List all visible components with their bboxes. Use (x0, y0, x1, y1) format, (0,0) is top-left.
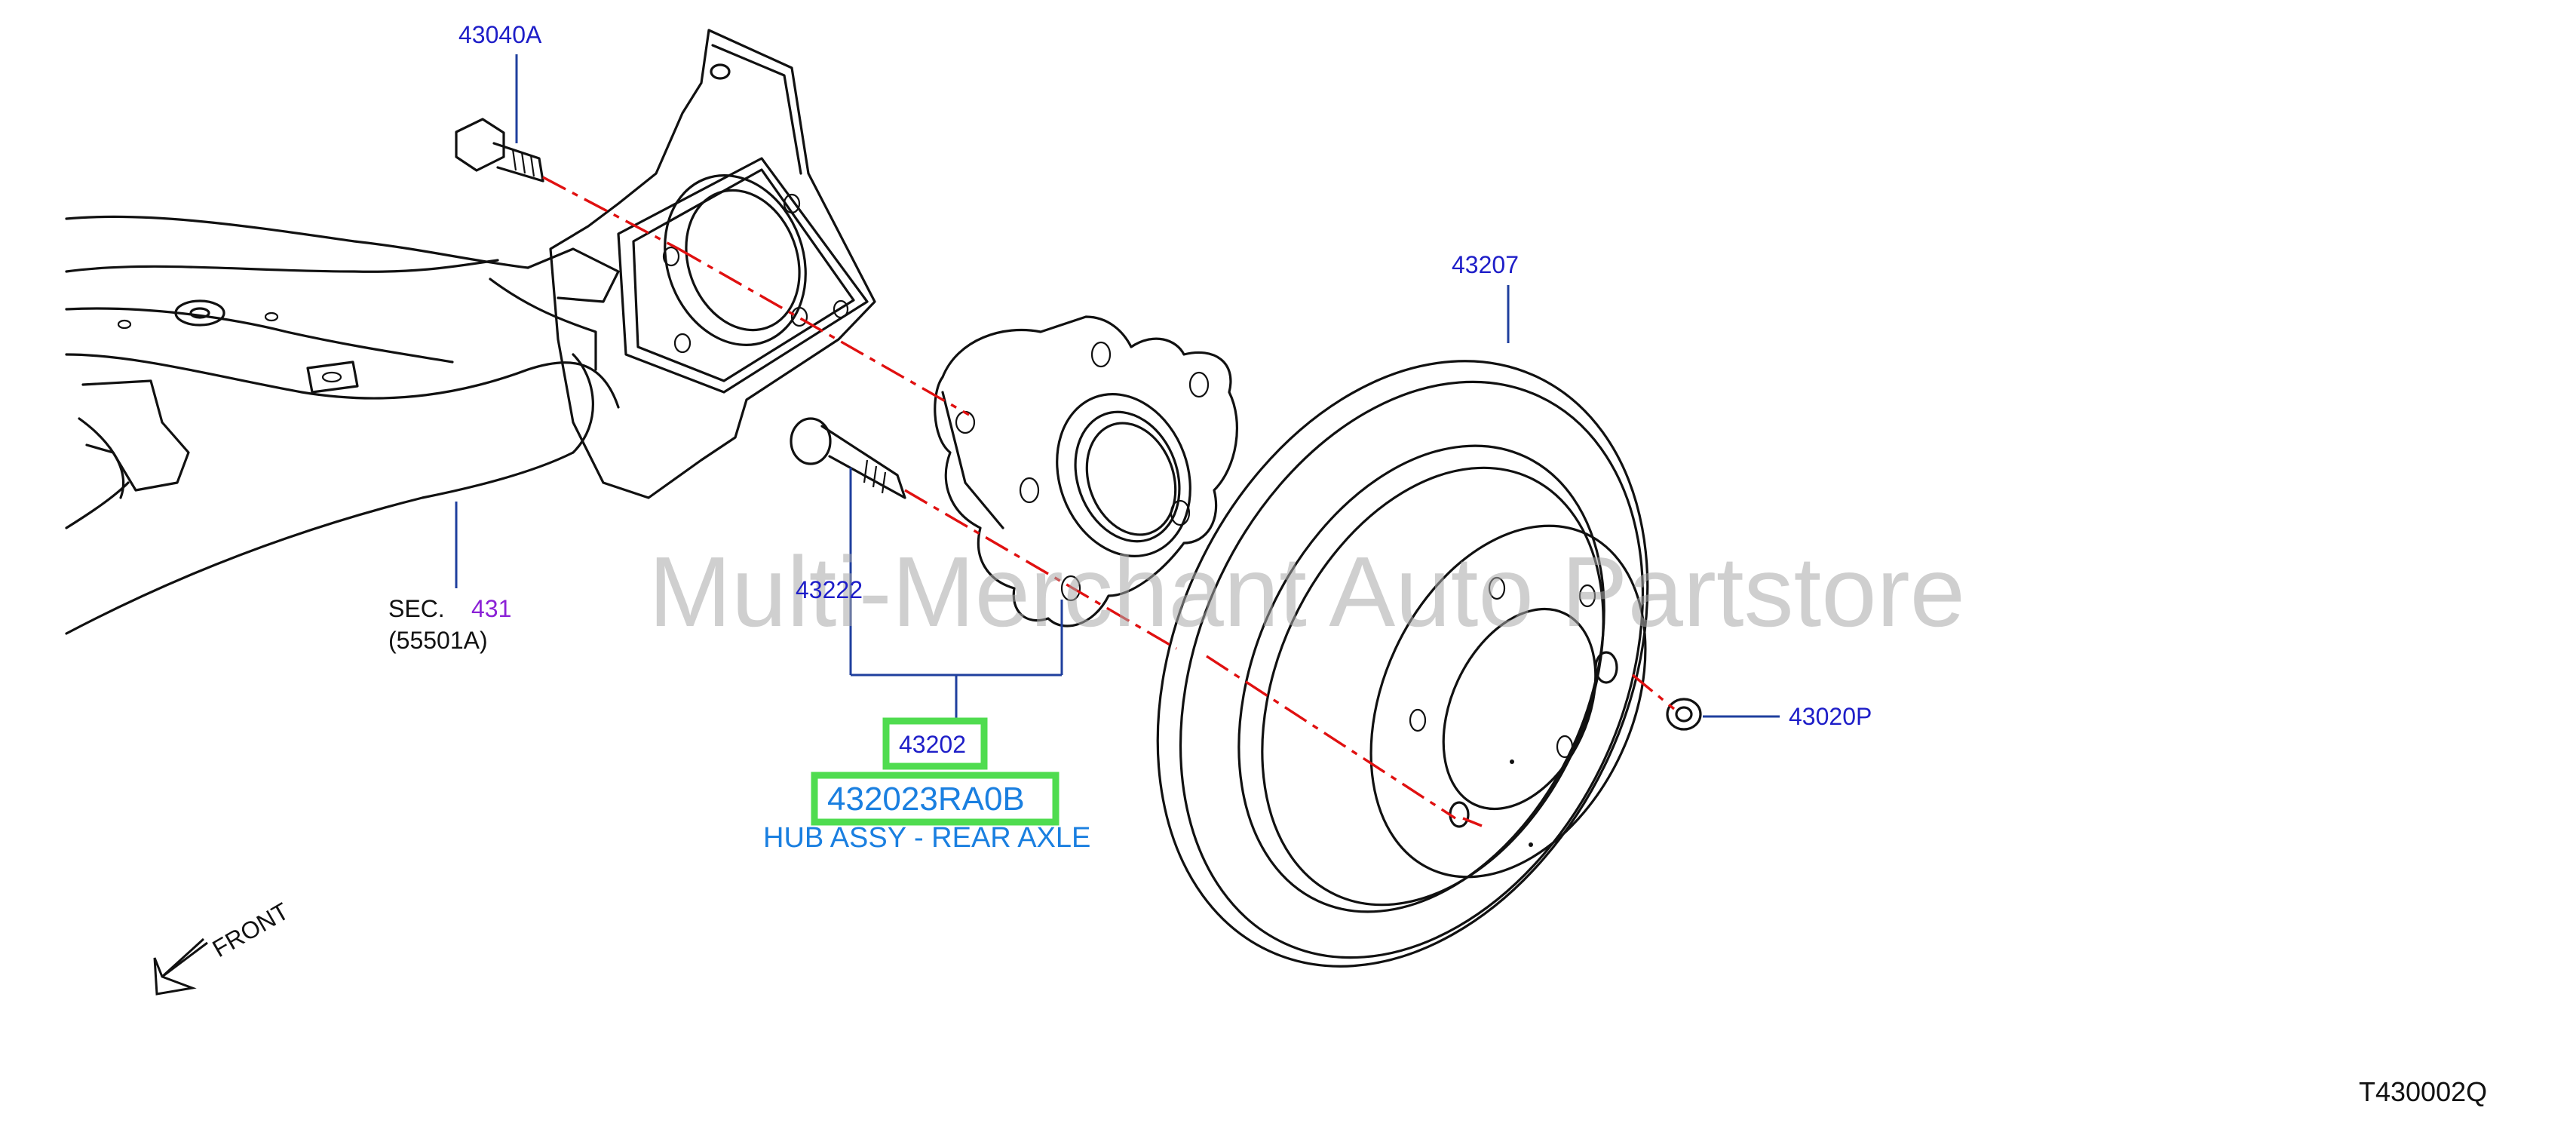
front-direction-label: FRONT (208, 897, 293, 962)
callout-43202[interactable]: 43202 (899, 731, 966, 758)
callout-43207[interactable]: 43207 (1452, 251, 1519, 278)
leader-lines (455, 54, 1780, 720)
section-ref-prefix: SEC. (388, 595, 445, 622)
callout-43020P[interactable]: 43020P (1789, 703, 1872, 730)
knuckle-drawing (549, 29, 876, 499)
hub-assy-highlight (882, 717, 988, 770)
hub-assembly-drawing (934, 315, 1238, 627)
knuckle-bolt-drawing (455, 118, 544, 183)
assembly-centerlines (542, 176, 1676, 827)
selected-part-description: HUB ASSY - REAR AXLE (763, 822, 1090, 854)
section-ref-sub: (55501A) (388, 627, 488, 654)
section-ref-link[interactable]: 431 (471, 595, 511, 622)
hub-bolt-drawing (790, 417, 906, 499)
callout-43222[interactable]: 43222 (796, 576, 863, 603)
selected-part-number[interactable]: 432023RA0B (827, 781, 1025, 818)
part-number-highlight (811, 772, 1060, 826)
nut-drawing (1666, 698, 1702, 731)
diagram-id: T430002Q (2359, 1076, 2487, 1107)
front-arrow-icon (153, 937, 208, 996)
watermark: Multi-Merchant Auto Partstore (649, 536, 1965, 647)
axle-beam-drawing (65, 215, 620, 635)
brake-rotor-drawing (1156, 360, 1649, 968)
callout-43040A[interactable]: 43040A (458, 21, 542, 48)
